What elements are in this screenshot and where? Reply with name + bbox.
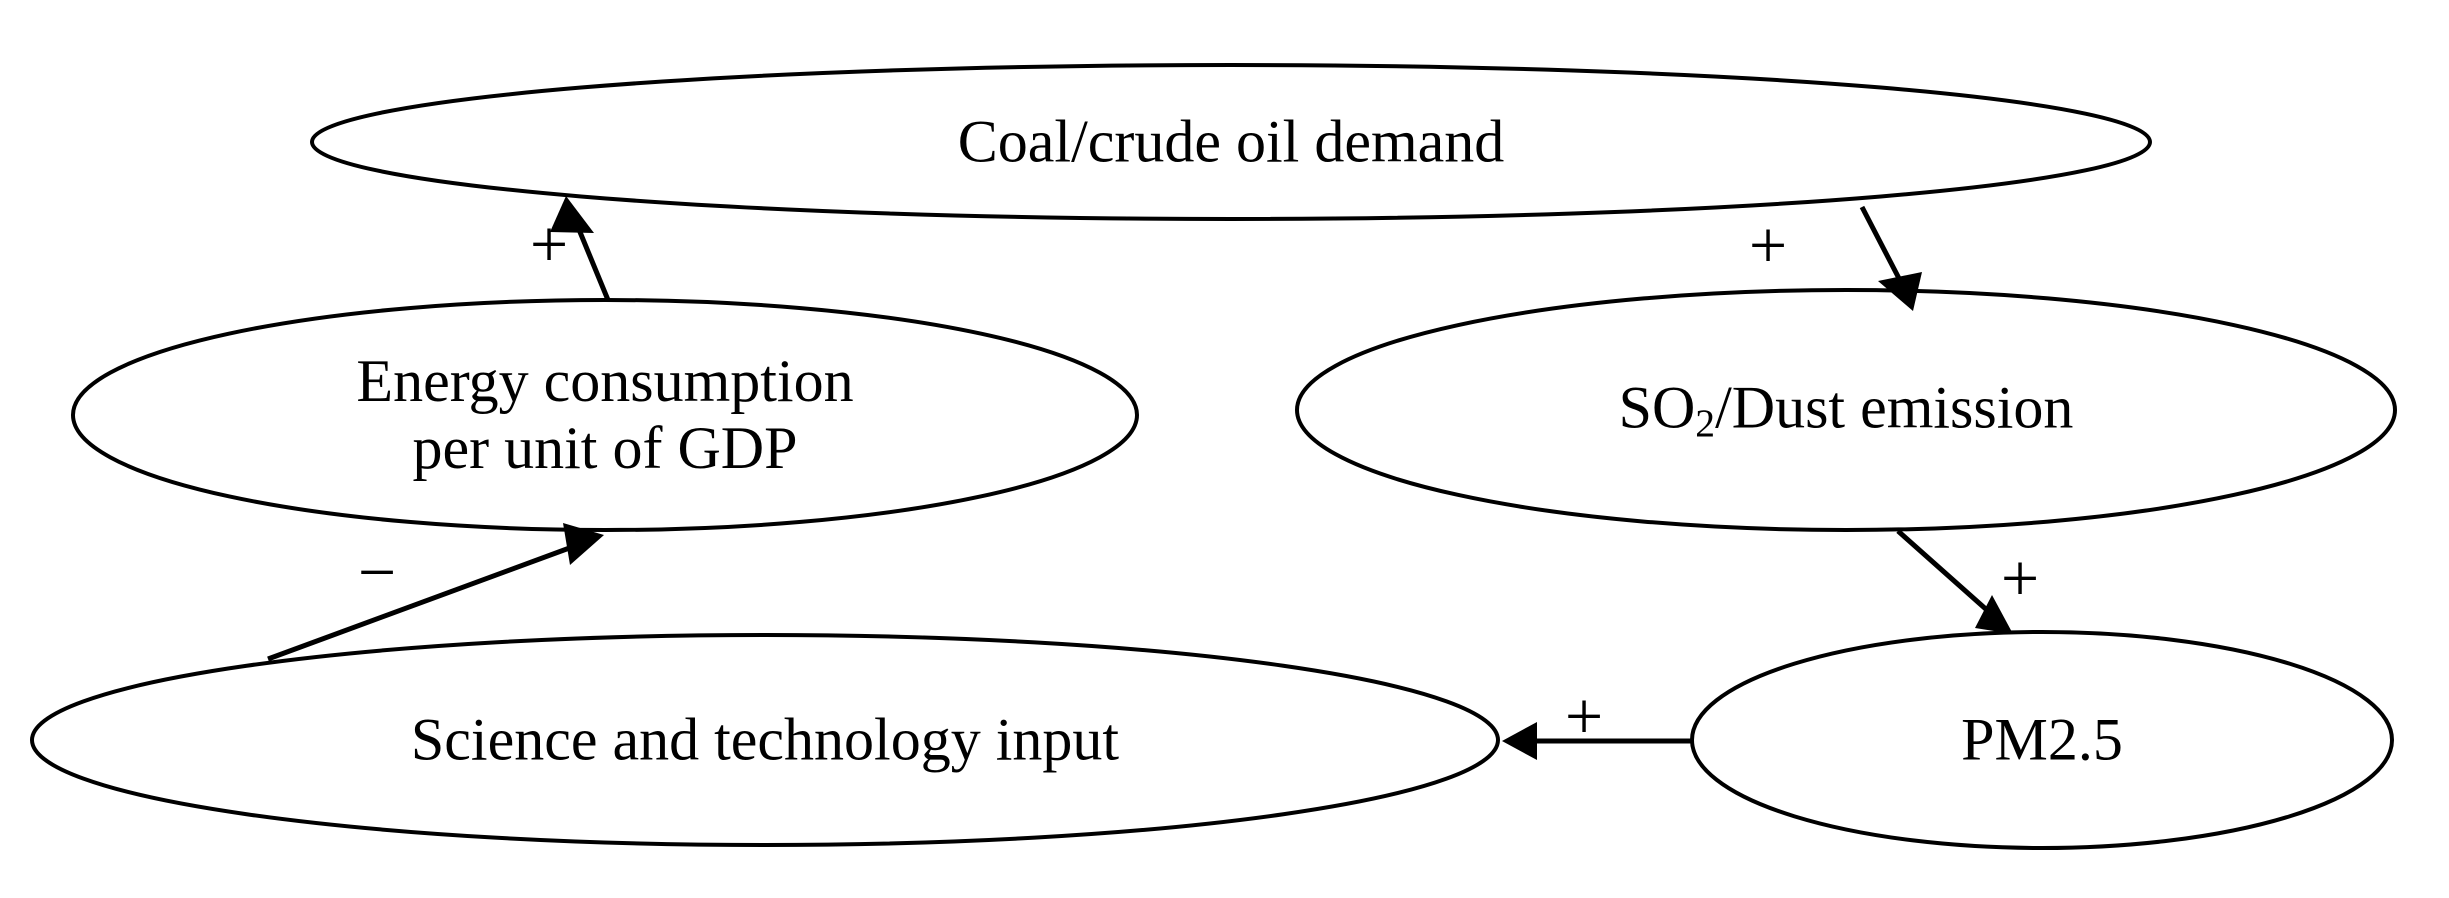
edge-coal-to-so2[interactable] <box>1859 205 1922 311</box>
node-science-and-technology-input[interactable] <box>30 633 1500 847</box>
node-coal-crude-oil-demand[interactable] <box>310 63 2152 221</box>
edge-so2-to-pm25[interactable] <box>1896 529 2013 634</box>
node-energy-consumption-per-unit-of-gdp[interactable] <box>71 298 1139 532</box>
edge-energy-to-coal[interactable] <box>550 196 611 301</box>
node-pm25[interactable] <box>1690 630 2394 850</box>
node-so2-dust-emission[interactable] <box>1295 288 2397 532</box>
edge-pm25-to-science[interactable] <box>1502 722 1692 760</box>
edge-science-to-energy[interactable] <box>267 523 604 662</box>
